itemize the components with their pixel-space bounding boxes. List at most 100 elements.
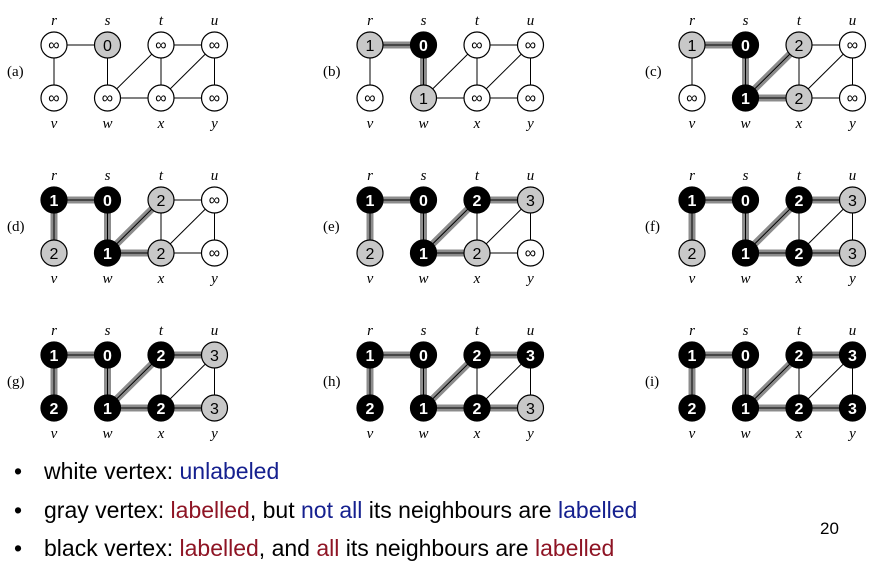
vertex-w — [93, 84, 122, 112]
vertex-x — [463, 239, 491, 267]
vertex-w — [731, 84, 760, 112]
legend-text: labelled — [534, 535, 615, 561]
vertex-name: t — [475, 13, 480, 29]
vertex-name: y — [209, 116, 218, 132]
vertex-v — [40, 394, 68, 422]
panel-tag: (f) — [645, 219, 660, 235]
vertex-label: 2 — [50, 401, 59, 418]
legend-text: white vertex: — [44, 458, 180, 484]
vertex-t — [147, 186, 175, 214]
vertex-v — [40, 84, 68, 112]
vertex-r — [40, 341, 68, 369]
vertex-name: u — [849, 168, 857, 184]
vertex-label: 2 — [473, 401, 482, 418]
vertex-name: r — [367, 13, 373, 29]
vertex-label: 0 — [103, 193, 112, 210]
vertex-s — [409, 186, 438, 214]
vertex-name: v — [367, 426, 374, 442]
vertex-label: ∞ — [102, 90, 113, 107]
bullet-icon: • — [14, 535, 23, 561]
vertex-name: u — [211, 323, 219, 339]
vertex-label: 2 — [795, 38, 804, 55]
vertex-x — [147, 84, 175, 112]
vertex-s — [409, 341, 438, 369]
vertex-label: 2 — [366, 246, 375, 263]
vertex-label: ∞ — [209, 37, 220, 54]
vertex-name: t — [159, 323, 164, 339]
vertex-y — [200, 394, 229, 422]
vertex-label: 1 — [419, 91, 428, 108]
vertex-name: y — [847, 271, 856, 287]
vertex-name: x — [795, 426, 803, 442]
vertex-w — [93, 239, 122, 267]
vertex-w — [409, 84, 438, 112]
bullet-icon: • — [14, 458, 23, 484]
vertex-name: w — [102, 116, 112, 132]
vertex-v — [678, 84, 706, 112]
vertex-u — [200, 186, 229, 214]
vertex-label: ∞ — [471, 90, 482, 107]
vertex-x — [785, 239, 813, 267]
vertex-label: 3 — [848, 348, 857, 365]
vertex-y — [838, 84, 867, 112]
vertex-t — [785, 341, 813, 369]
vertex-label: 3 — [526, 348, 535, 365]
vertex-name: x — [473, 426, 481, 442]
vertex-label: 3 — [210, 348, 219, 365]
vertex-name: s — [105, 323, 111, 339]
vertex-w — [731, 394, 760, 422]
vertex-name: t — [475, 323, 480, 339]
vertex-label: 1 — [688, 193, 697, 210]
vertex-name: s — [421, 323, 427, 339]
vertex-name: r — [367, 323, 373, 339]
vertex-t — [463, 31, 491, 59]
vertex-name: r — [689, 168, 695, 184]
vertex-u — [516, 31, 545, 59]
vertex-name: r — [689, 13, 695, 29]
vertex-s — [731, 186, 760, 214]
vertex-label: 3 — [848, 193, 857, 210]
vertex-name: y — [525, 271, 534, 287]
vertex-label: 2 — [795, 91, 804, 108]
vertex-t — [463, 186, 491, 214]
vertex-name: w — [740, 426, 750, 442]
vertex-label: 1 — [366, 348, 375, 365]
vertex-u — [838, 186, 867, 214]
legend-text: its neighbours are — [339, 535, 535, 561]
vertex-u — [516, 186, 545, 214]
vertex-label: ∞ — [209, 90, 220, 107]
graph-panel: (a)∞r0s∞t∞u∞v∞w∞x∞y — [7, 13, 229, 132]
vertex-r — [678, 341, 706, 369]
vertex-label: 2 — [157, 348, 166, 365]
panel-tag: (e) — [323, 219, 340, 235]
vertex-v — [40, 239, 68, 267]
vertex-name: r — [367, 168, 373, 184]
vertex-label: 1 — [419, 401, 428, 418]
legend-text: , but — [249, 496, 301, 523]
vertex-name: w — [418, 426, 428, 442]
vertex-name: t — [797, 323, 802, 339]
vertex-label: 2 — [795, 193, 804, 210]
vertex-name: v — [367, 116, 374, 132]
vertex-name: y — [209, 271, 218, 287]
vertex-label: 1 — [741, 246, 750, 263]
vertex-name: s — [105, 13, 111, 29]
vertex-name: v — [689, 116, 696, 132]
vertex-t — [463, 341, 491, 369]
vertex-name: x — [157, 271, 165, 287]
vertex-name: x — [473, 116, 481, 132]
legend-text: labelled — [558, 496, 638, 523]
vertex-label: 0 — [741, 348, 750, 365]
panel-tag: (a) — [7, 64, 24, 80]
legend-list: •white vertex: unlabeled •gray vertex: l… — [14, 452, 637, 568]
legend-text: black vertex: — [44, 535, 180, 561]
vertex-name: v — [51, 116, 58, 132]
vertex-u — [838, 31, 867, 59]
vertex-label: ∞ — [48, 90, 59, 107]
vertex-name: x — [157, 426, 165, 442]
vertex-name: y — [847, 426, 856, 442]
vertex-label: ∞ — [686, 90, 697, 107]
vertex-label: 0 — [103, 348, 112, 365]
